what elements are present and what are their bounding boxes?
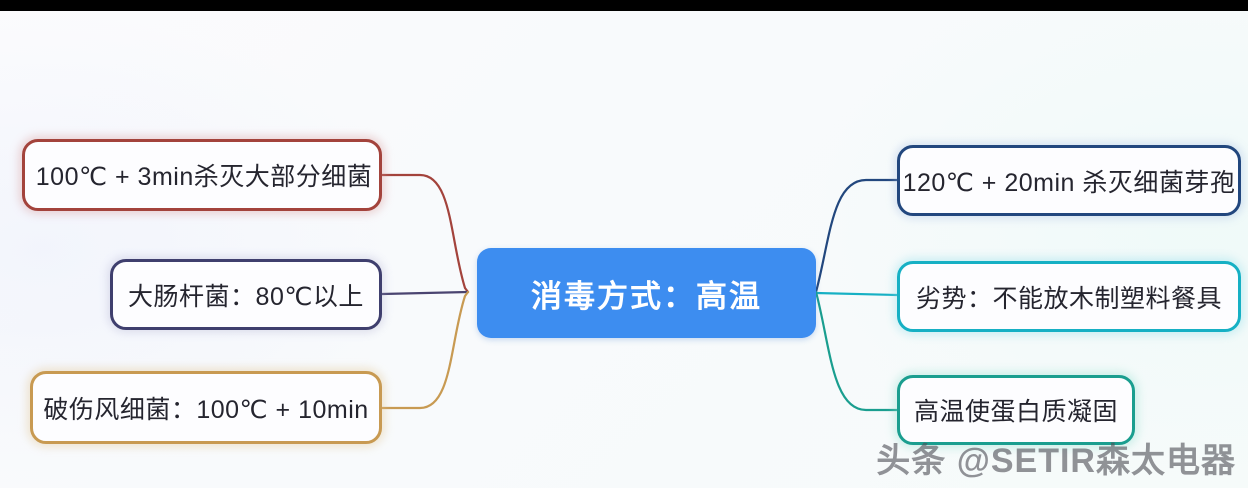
link-center-to-left-1 xyxy=(380,173,470,294)
node-left-3-label: 破伤风细菌：100℃ + 10min xyxy=(43,395,369,424)
node-left-1-label: 100℃ + 3min杀灭大部分细菌 xyxy=(35,163,373,191)
watermark-text: 头条 @SETIR森太电器 xyxy=(876,442,1236,480)
node-left-1[interactable]: 100℃ + 3min杀灭大部分细菌 xyxy=(22,139,382,211)
top-black-bar xyxy=(0,0,1248,11)
node-right-2-label: 劣势：不能放木制塑料餐具 xyxy=(915,284,1222,313)
node-left-2-label: 大肠杆菌：80℃以上 xyxy=(128,282,364,311)
node-center-topic[interactable]: 消毒方式：高温 xyxy=(477,248,816,338)
link-center-to-right-3 xyxy=(814,290,899,412)
node-right-3-label: 高温使蛋白质凝固 xyxy=(913,398,1118,426)
node-right-1-label: 120℃ + 20min 杀灭细菌芽孢 xyxy=(902,168,1236,197)
link-center-to-right-2 xyxy=(814,291,899,297)
node-center-label: 消毒方式：高温 xyxy=(531,278,762,314)
node-right-1[interactable]: 120℃ + 20min 杀灭细菌芽孢 xyxy=(897,145,1241,216)
link-center-to-right-1 xyxy=(814,178,899,294)
link-center-to-left-3 xyxy=(380,290,470,410)
link-center-to-left-2 xyxy=(380,290,470,296)
node-right-2[interactable]: 劣势：不能放木制塑料餐具 xyxy=(897,261,1241,332)
node-left-3[interactable]: 破伤风细菌：100℃ + 10min xyxy=(30,371,382,444)
node-left-2[interactable]: 大肠杆菌：80℃以上 xyxy=(110,259,382,330)
